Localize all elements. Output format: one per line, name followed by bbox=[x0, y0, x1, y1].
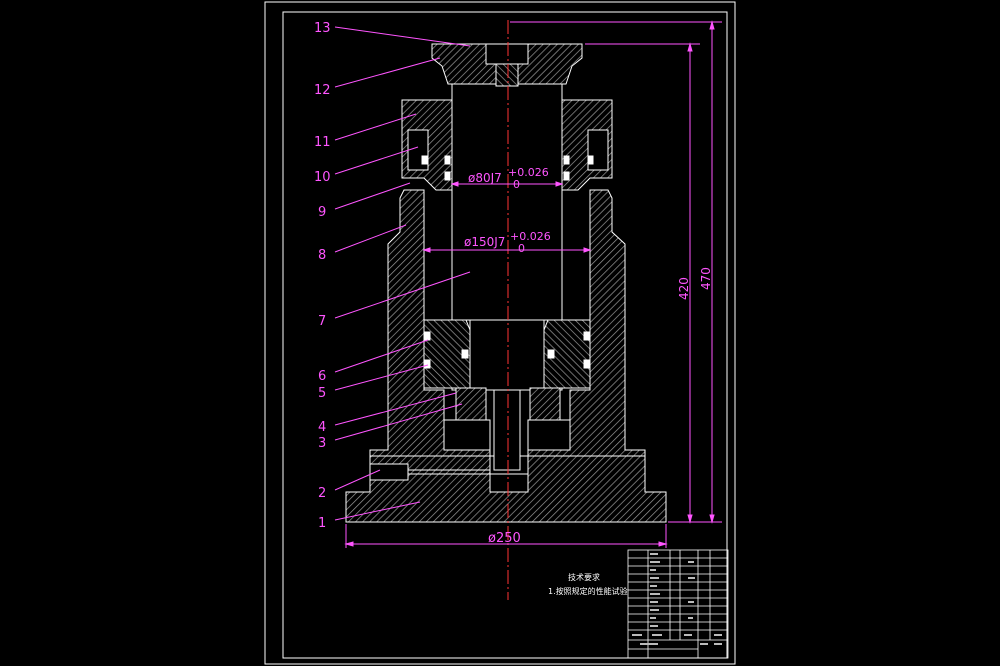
seal-lower-right-b bbox=[583, 359, 591, 369]
seal-upper-left-c bbox=[444, 171, 451, 181]
inlet-port bbox=[369, 463, 490, 481]
title-block-fills bbox=[632, 553, 722, 645]
seal-upper-left-b bbox=[444, 155, 451, 165]
upper-gland bbox=[401, 99, 613, 191]
seal-lower-right-a bbox=[583, 331, 591, 341]
seal-upper-right-b bbox=[563, 171, 570, 181]
seal-upper-right-a bbox=[563, 155, 570, 165]
seal-lower-left-a bbox=[423, 331, 431, 341]
part-label-11: 11 bbox=[314, 135, 331, 150]
part-label-1: 1 bbox=[318, 516, 326, 531]
part-label-13: 13 bbox=[314, 21, 331, 36]
dim-bore-outer-tol-upper: +0.026 bbox=[510, 230, 551, 243]
seal-lower-left-b bbox=[423, 359, 431, 369]
part-label-3: 3 bbox=[318, 436, 326, 451]
part-label-2: 2 bbox=[318, 486, 326, 501]
seal-upper-right-c bbox=[587, 155, 594, 165]
part-label-9: 9 bbox=[318, 205, 326, 220]
technical-notes: 技术要求 1.按照规定的性能试验 bbox=[548, 572, 628, 596]
top-cap bbox=[431, 43, 583, 87]
dimension-lines bbox=[344, 20, 722, 548]
part-label-8: 8 bbox=[318, 248, 326, 263]
dimension-texts: ø80J7 +0.026 0 ø150J7 +0.026 0 420 470 ø… bbox=[464, 166, 713, 546]
dim-base-diameter: ø250 bbox=[488, 531, 521, 546]
dim-bore-inner-tol-upper: +0.026 bbox=[508, 166, 549, 179]
dim-bore-inner: ø80J7 bbox=[468, 171, 502, 185]
seal-upper-left-a bbox=[421, 155, 428, 165]
housing-section bbox=[345, 189, 667, 523]
notes-title: 技术要求 bbox=[568, 572, 600, 582]
dim-bore-outer-tol-lower: 0 bbox=[518, 242, 525, 255]
part-label-5: 5 bbox=[318, 386, 326, 401]
stop-rings bbox=[455, 387, 561, 421]
seal-lower-left-c bbox=[461, 349, 469, 359]
leader-lines bbox=[334, 26, 471, 521]
part-label-12: 12 bbox=[314, 83, 331, 98]
dim-height-outer: 470 bbox=[699, 267, 713, 290]
part-labels: 1 2 3 4 5 6 7 8 9 10 11 12 13 bbox=[314, 21, 331, 531]
dim-bore-inner-tol-lower: 0 bbox=[513, 178, 520, 191]
part-label-4: 4 bbox=[318, 420, 326, 435]
notes-line1: 1.按照规定的性能试验 bbox=[548, 586, 628, 596]
part-label-10: 10 bbox=[314, 170, 331, 185]
dim-bore-outer: ø150J7 bbox=[464, 235, 505, 249]
title-block bbox=[627, 549, 729, 659]
lower-piston-ring bbox=[423, 319, 591, 389]
part-label-7: 7 bbox=[318, 314, 326, 329]
part-label-6: 6 bbox=[318, 369, 326, 384]
dim-height-inner: 420 bbox=[677, 277, 691, 300]
drawing-frame bbox=[264, 1, 736, 665]
seal-lower-right-c bbox=[547, 349, 555, 359]
